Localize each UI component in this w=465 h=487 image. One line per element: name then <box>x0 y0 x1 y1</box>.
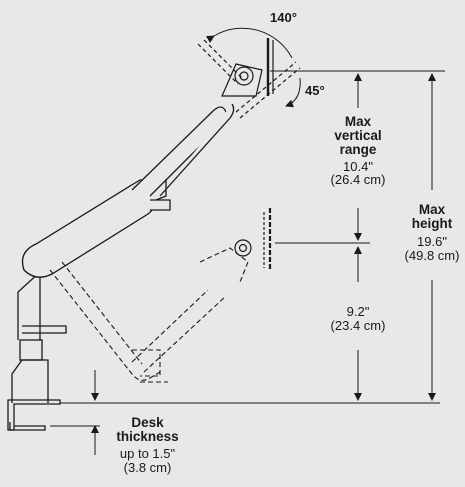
desk-clamp <box>7 270 67 431</box>
lower-range-inches: 9.2" <box>346 304 370 319</box>
lower-monitor-mount <box>234 208 272 270</box>
lower-range-cm: (23.4 cm) <box>330 317 386 333</box>
desk-thickness-cm: (3.8 cm) <box>123 459 172 475</box>
desk-thickness-inches: up to 1.5" <box>119 446 176 462</box>
desk-thickness-title-2: thickness <box>116 429 179 445</box>
max-height-label: Max height 19.6" (49.8 cm) <box>392 202 465 263</box>
rotation-label: 140° <box>270 10 297 25</box>
dimension-desk-thickness <box>50 370 100 455</box>
tilt-arc <box>285 77 301 108</box>
desk-thickness-label: Desk thickness up to 1.5" (3.8 cm) <box>100 415 195 475</box>
max-height-inches: 19.6" <box>417 234 447 250</box>
max-height-cm: (49.8 cm) <box>404 247 460 263</box>
max-vertical-range-title-1: Max <box>344 114 372 129</box>
upper-monitor-mount <box>197 38 301 119</box>
tilt-label: 45° <box>305 83 325 98</box>
upper-arm-solid <box>131 103 235 197</box>
max-height-title-1: Max <box>418 202 446 217</box>
extension-lines <box>270 70 445 244</box>
desk-thickness-title-1: Desk <box>131 415 164 430</box>
rotation-arc <box>205 27 293 59</box>
max-vertical-range-inches: 10.4" <box>343 158 373 174</box>
max-vertical-range-label: Max vertical range 10.4" (26.4 cm) <box>318 114 398 188</box>
max-vertical-range-cm: (26.4 cm) <box>330 172 386 188</box>
max-height-title-2: height <box>411 216 453 232</box>
lower-arm-dashed <box>49 247 249 383</box>
lower-range-label: 9.2" (23.4 cm) <box>318 305 398 332</box>
max-vertical-range-title-2: vertical <box>334 128 382 144</box>
max-vertical-range-title-3: range <box>339 142 377 158</box>
